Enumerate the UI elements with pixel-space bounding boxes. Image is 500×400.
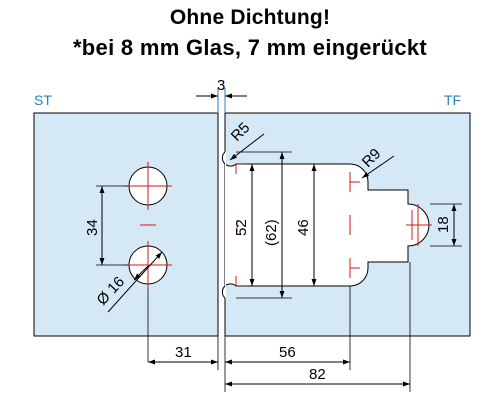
dim-62: (62) <box>263 219 280 246</box>
left-glass-plate <box>33 112 219 337</box>
dim-18: 18 <box>435 216 452 233</box>
title-glass-note: *bei 8 mm Glas, 7 mm eingerückt <box>72 35 428 60</box>
dim-46: 46 <box>295 219 312 236</box>
dim-16-line <box>107 251 163 313</box>
dim-82: 82 <box>309 366 326 383</box>
dim-52: 52 <box>233 219 250 236</box>
label-st: ST <box>34 92 52 108</box>
r9-leader <box>361 155 395 179</box>
dim-56: 56 <box>279 344 296 361</box>
dim-34: 34 <box>84 219 101 236</box>
dim-31: 31 <box>175 344 192 361</box>
title-no-seal: Ohne Dichtung! <box>169 6 331 29</box>
r5-leader <box>229 133 265 161</box>
dim-3: 3 <box>217 77 225 94</box>
label-tf: TF <box>444 92 461 108</box>
